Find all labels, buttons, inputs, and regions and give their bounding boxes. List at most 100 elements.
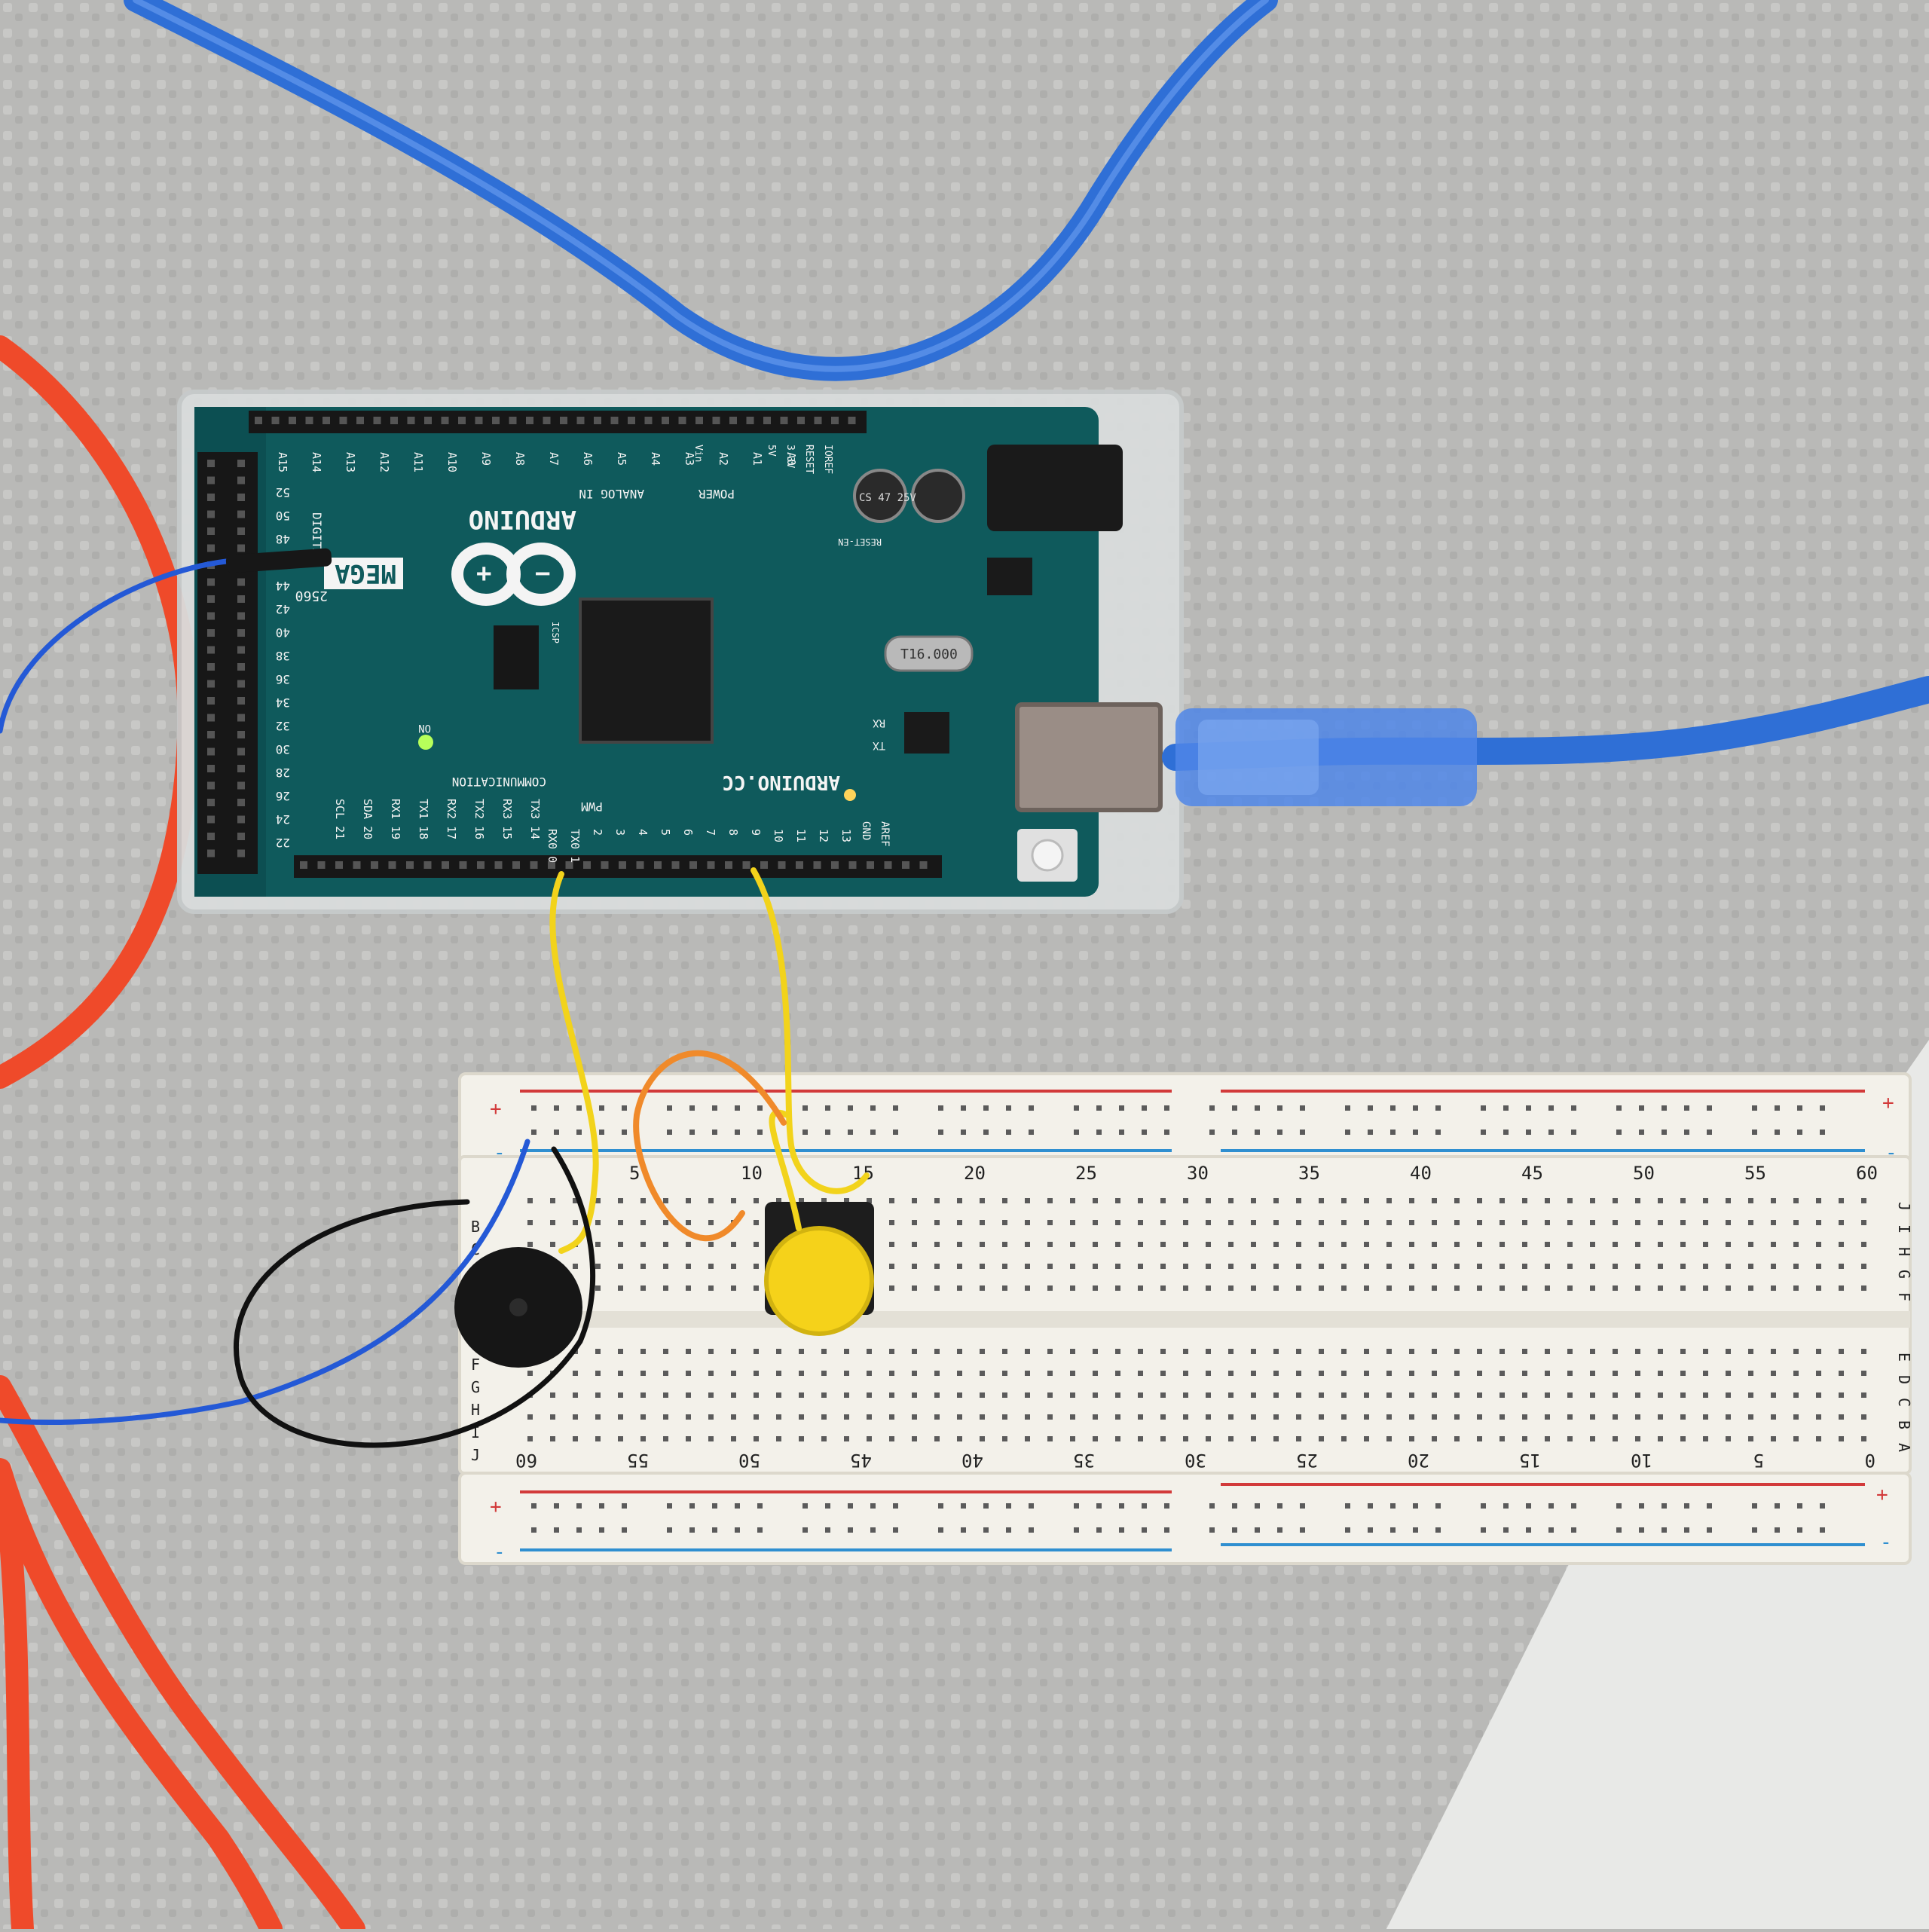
breadboard-hole (1454, 1414, 1460, 1420)
breadboard-hole (1771, 1371, 1776, 1376)
breadboard-hole (912, 1349, 917, 1354)
breadboard-hole (1454, 1349, 1460, 1354)
breadboard-hole (1409, 1285, 1414, 1291)
breadboard-hole (554, 1105, 559, 1111)
breadboard-hole (1296, 1349, 1301, 1354)
breadboard-hole (1703, 1436, 1708, 1441)
breadboard-hole (1616, 1105, 1622, 1111)
reset-button-cap[interactable] (1031, 839, 1064, 872)
header-hole (543, 417, 551, 424)
row-label: H (1895, 1247, 1913, 1256)
breadboard-hole (1164, 1527, 1169, 1533)
breadboard-hole (1771, 1264, 1776, 1269)
breadboard-hole (1142, 1503, 1147, 1509)
pwm-pin-label: 4 (636, 829, 650, 836)
svg-text:−: − (535, 558, 550, 588)
analog-pin-label: A12 (378, 452, 391, 472)
breadboard-hole (712, 1503, 717, 1509)
breadboard-hole (527, 1242, 533, 1247)
breadboard-hole (1206, 1349, 1211, 1354)
site-label: ARDUINO.CC (722, 771, 840, 793)
breadboard-hole (934, 1242, 940, 1247)
breadboard-hole (1707, 1527, 1712, 1533)
breadboard-hole (1047, 1349, 1053, 1354)
ioref-label: IOREF (822, 445, 833, 474)
breadboard-hole (1228, 1242, 1234, 1247)
breadboard-hole (1296, 1264, 1301, 1269)
breadboard-hole (550, 1414, 555, 1420)
breadboard-hole (708, 1349, 714, 1354)
breadboard-hole (1590, 1198, 1595, 1203)
header-hole (530, 861, 538, 869)
row-label: F (471, 1356, 480, 1374)
header-hole (390, 417, 398, 424)
breadboard-hole (735, 1130, 740, 1135)
row-label: E (1895, 1353, 1913, 1362)
breadboard-hole (1703, 1371, 1708, 1376)
breadboard-hole (1658, 1436, 1663, 1441)
breadboard-hole (708, 1285, 714, 1291)
breadboard-hole (1793, 1264, 1799, 1269)
breadboard-hole (1707, 1503, 1712, 1509)
push-button-cap[interactable] (764, 1226, 874, 1336)
breadboard-hole (1074, 1105, 1079, 1111)
column-number: 30 (1185, 1450, 1206, 1471)
breadboard-hole (889, 1436, 894, 1441)
breadboard-hole (1093, 1285, 1098, 1291)
breadboard-hole (1341, 1242, 1347, 1247)
svg-text:+: + (476, 558, 491, 588)
column-number: 10 (741, 1163, 763, 1184)
breadboard-hole (1454, 1285, 1460, 1291)
header-hole (407, 417, 415, 424)
breadboard-hole (980, 1242, 985, 1247)
breadboard-hole (1613, 1436, 1618, 1441)
breadboard-hole (980, 1349, 985, 1354)
breadboard-hole (1771, 1285, 1776, 1291)
breadboard-hole (1119, 1130, 1124, 1135)
power-led (418, 735, 433, 750)
breadboard-hole (1707, 1105, 1712, 1111)
breadboard-hole (731, 1349, 736, 1354)
breadboard-hole (1726, 1371, 1731, 1376)
breadboard-hole (1707, 1130, 1712, 1135)
breadboard-hole (531, 1527, 537, 1533)
breadboard-hole (1435, 1527, 1441, 1533)
column-number: 0 (1865, 1450, 1876, 1471)
breadboard-hole (1413, 1130, 1418, 1135)
digital-pin-label: 32 (276, 719, 290, 733)
header-hole (323, 417, 330, 424)
breadboard-hole (1409, 1242, 1414, 1247)
header-hole (423, 861, 432, 869)
breadboard-hole (1029, 1527, 1034, 1533)
row-label: A (1895, 1443, 1913, 1452)
breadboard-hole (754, 1198, 759, 1203)
breadboard-hole (1639, 1503, 1644, 1509)
breadboard-hole (1820, 1527, 1825, 1533)
breadboard-hole (667, 1130, 672, 1135)
breadboard-hole (731, 1392, 736, 1398)
breadboard-hole (573, 1436, 578, 1441)
breadboard-hole (1816, 1371, 1821, 1376)
breadboard-hole (1522, 1392, 1527, 1398)
breadboard-hole (1775, 1527, 1780, 1533)
comm-pin-label: RX2 17 (445, 799, 458, 839)
breadboard-hole (1816, 1349, 1821, 1354)
breadboard-hole (1748, 1349, 1753, 1354)
arduino-logo: + − (451, 543, 576, 606)
breadboard-hole (1409, 1371, 1414, 1376)
breadboard-hole (1368, 1527, 1373, 1533)
rail-plus-bottom-left: + (490, 1496, 502, 1518)
breadboard-hole (1861, 1242, 1866, 1247)
row-label: I (1895, 1224, 1913, 1233)
breadboard-hole (1499, 1198, 1505, 1203)
row-label: C (1895, 1398, 1913, 1407)
breadboard-hole (1477, 1198, 1482, 1203)
breadboard-hole (1093, 1349, 1098, 1354)
breadboard-hole (1797, 1503, 1802, 1509)
rail-minus-bottom-left: - (494, 1541, 506, 1564)
breadboard-hole (640, 1371, 646, 1376)
breadboard-hole (576, 1130, 582, 1135)
header-hole (610, 417, 619, 424)
header-hole (884, 861, 892, 869)
breadboard-hole (663, 1371, 668, 1376)
